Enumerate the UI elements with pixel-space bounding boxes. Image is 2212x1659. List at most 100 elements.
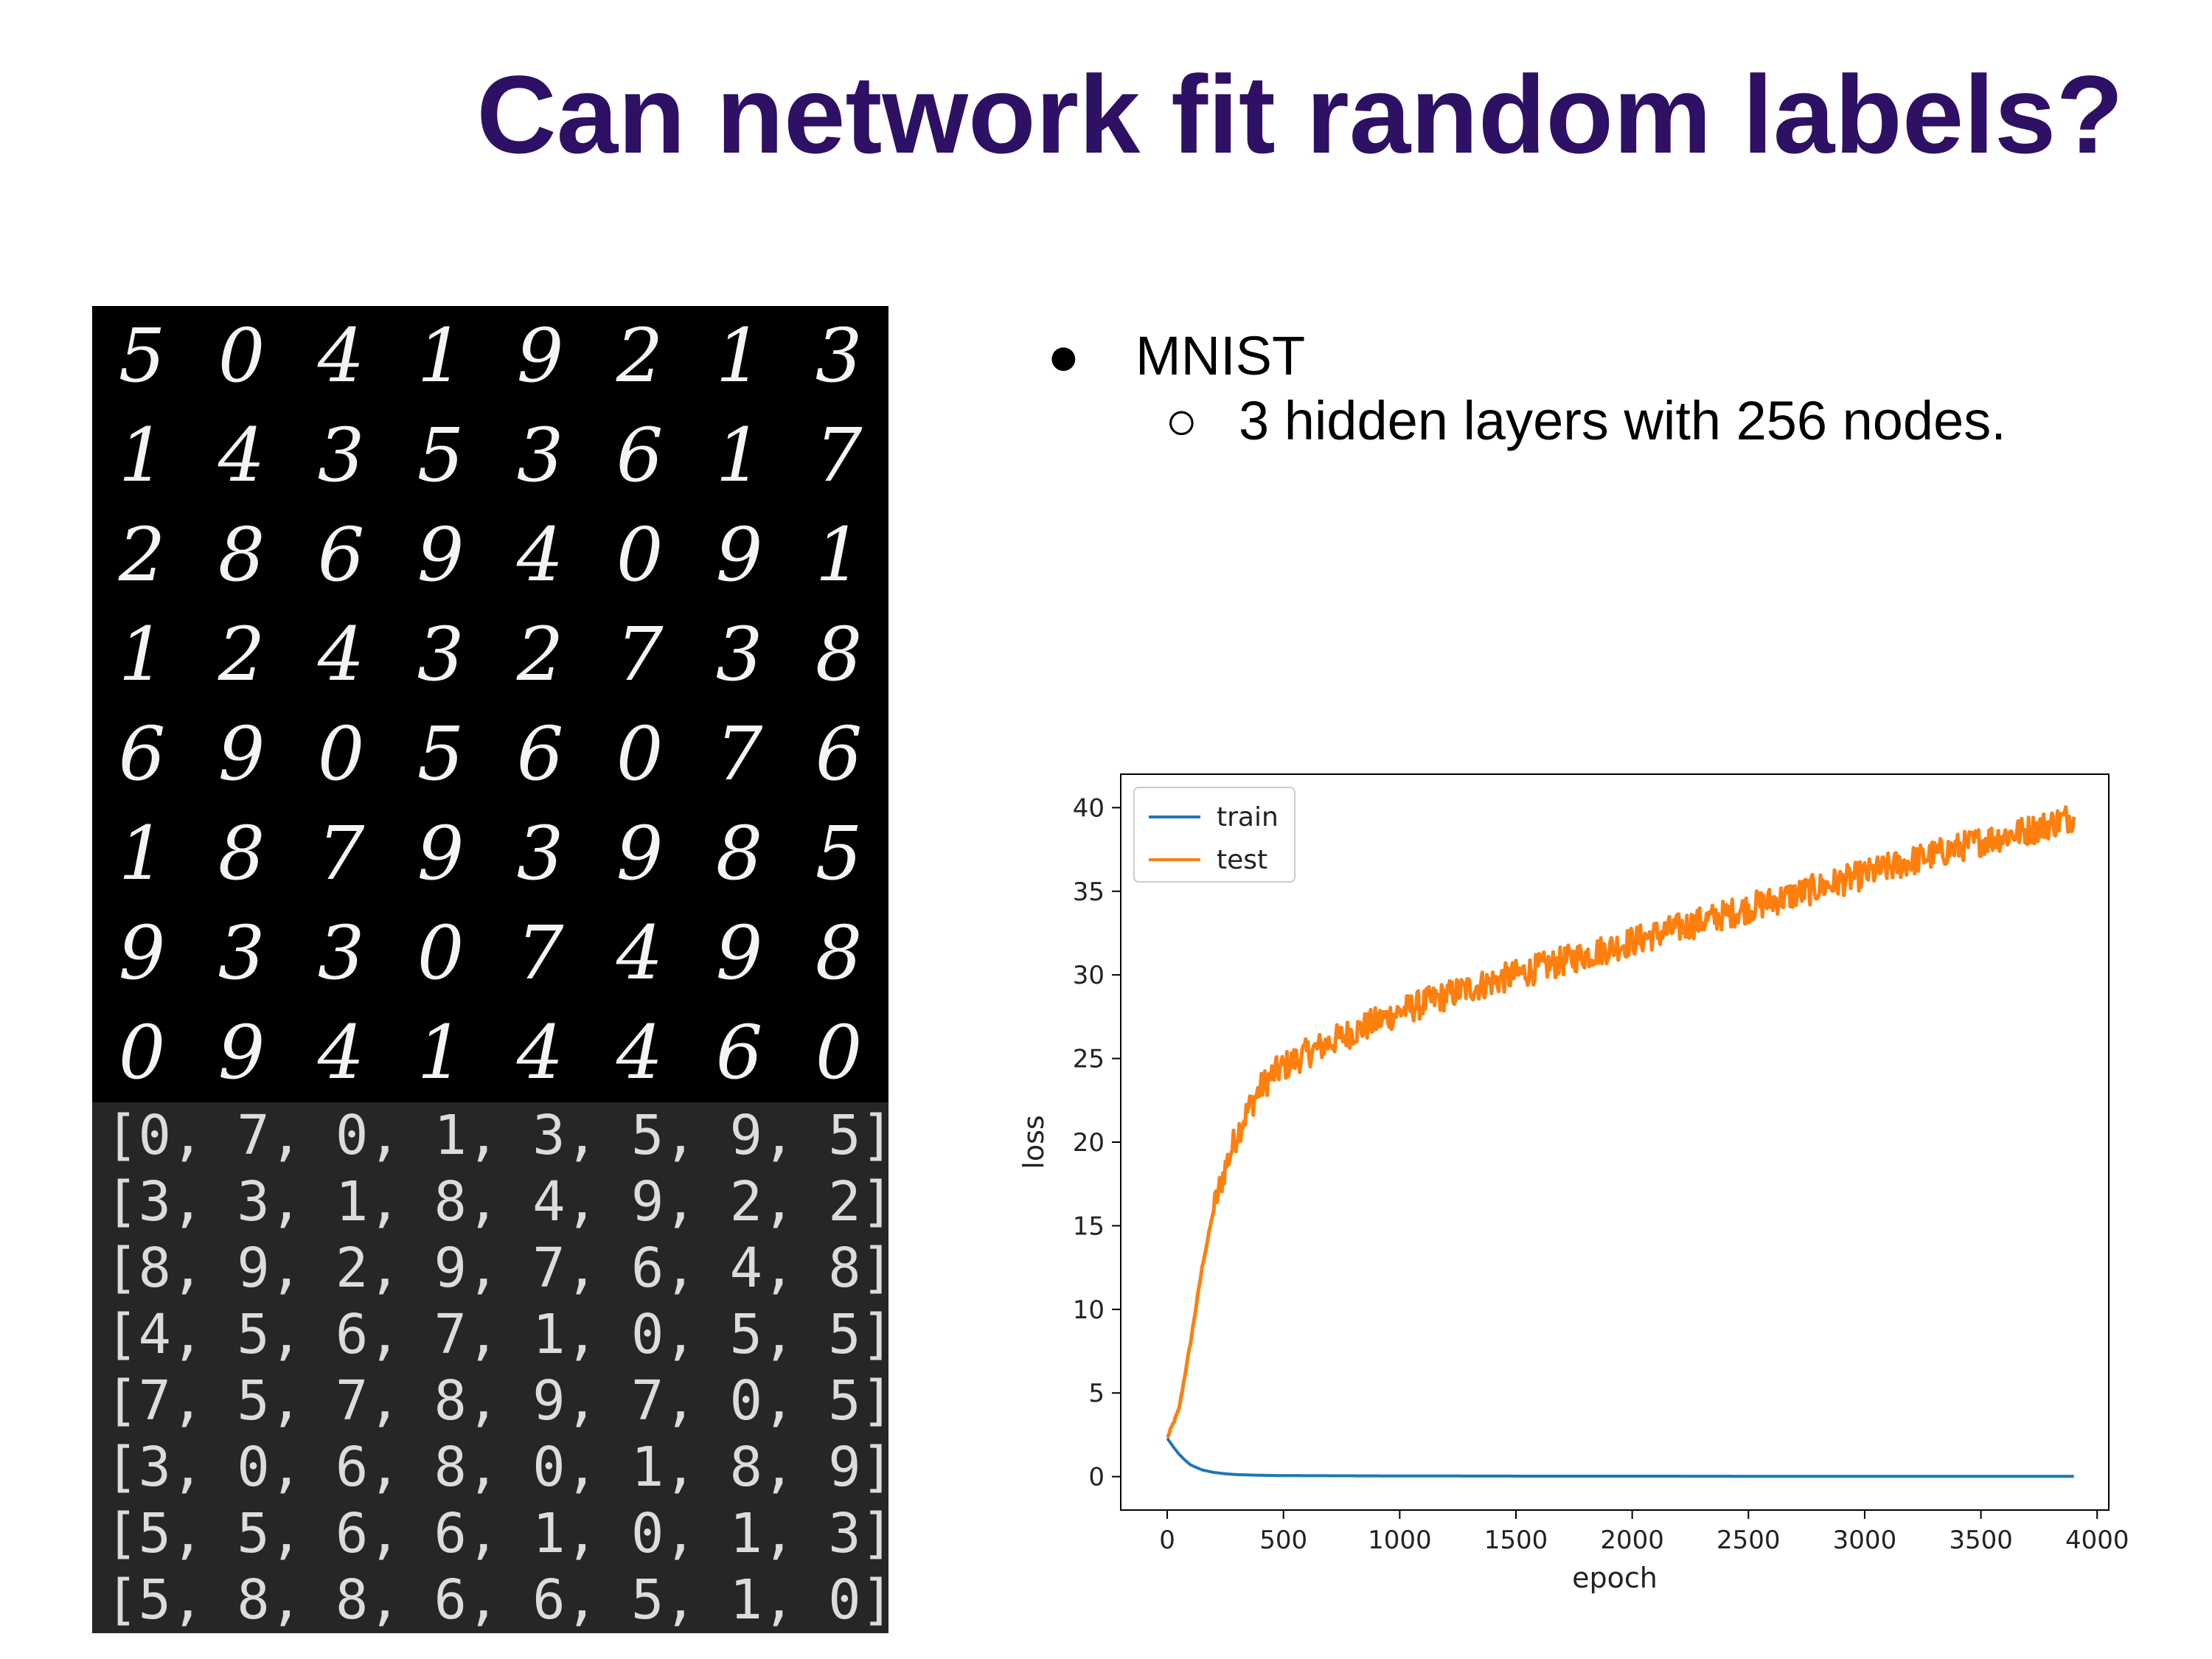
mnist-digit: 0 (118, 1009, 166, 1096)
mnist-digit: 2 (218, 611, 265, 698)
mnist-digit: 1 (417, 1009, 465, 1096)
mnist-digit: 6 (815, 711, 863, 797)
mnist-digit: 6 (118, 711, 166, 797)
x-tick-label: 2500 (1717, 1526, 1781, 1555)
random-label-row: [3, 3, 1, 8, 4, 9, 2, 2] (105, 1170, 894, 1234)
mnist-digit: 0 (616, 711, 664, 797)
mnist-digit: 8 (815, 611, 863, 698)
x-tick-label: 3000 (1833, 1526, 1897, 1555)
y-tick-label: 35 (1073, 877, 1105, 907)
mnist-digit: 9 (218, 711, 265, 797)
random-labels-panel: [0, 7, 0, 1, 3, 5, 9, 5][3, 3, 1, 8, 4, … (92, 1102, 894, 1633)
mnist-digit: 9 (118, 910, 166, 996)
mnist-digit: 0 (417, 910, 465, 996)
y-axis-label: loss (1018, 1115, 1050, 1169)
mnist-digit: 4 (317, 1009, 365, 1096)
mnist-digit: 6 (715, 1009, 763, 1096)
mnist-digit: 9 (715, 910, 763, 996)
y-tick-label: 0 (1088, 1463, 1105, 1492)
y-tick-label: 25 (1073, 1045, 1105, 1074)
mnist-digit: 7 (317, 810, 365, 897)
mnist-digit: 1 (118, 412, 166, 498)
mnist-digit: 4 (317, 313, 365, 399)
mnist-digit: 9 (516, 313, 564, 399)
legend-label-train: train (1217, 802, 1279, 832)
series-line-train (1166, 1437, 2075, 1478)
mnist-digit: 9 (218, 1009, 265, 1096)
x-tick-label: 4000 (2065, 1526, 2129, 1555)
random-label-row: [3, 0, 6, 8, 0, 1, 8, 9] (105, 1436, 894, 1499)
mnist-digit: 6 (317, 512, 365, 598)
chart-plot-layer: 0 500 1000 1500 2000 2500 3000 3500 4000 0 5 10 15 20… (1018, 773, 2129, 1594)
random-label-row: [8, 9, 2, 9, 7, 6, 4, 8] (105, 1237, 894, 1300)
random-label-row: [5, 8, 8, 6, 6, 5, 1, 0] (105, 1568, 894, 1632)
mnist-digit: 7 (516, 910, 564, 996)
mnist-digit: 8 (715, 810, 763, 897)
mnist-digit: 3 (417, 611, 465, 698)
mnist-digit: 4 (516, 1009, 564, 1096)
mnist-digit: 5 (118, 313, 166, 399)
y-tick-label: 15 (1073, 1211, 1105, 1241)
mnist-digit: 5 (815, 810, 863, 897)
mnist-digit: 6 (516, 711, 564, 797)
random-label-row: [7, 5, 7, 8, 9, 7, 0, 5] (105, 1369, 894, 1433)
mnist-digit: 1 (715, 412, 763, 498)
x-tick-label: 2000 (1600, 1526, 1664, 1555)
mnist-digit: 4 (516, 512, 564, 598)
mnist-digit: 8 (815, 910, 863, 996)
mnist-digit: 9 (417, 810, 465, 897)
mnist-digit: 2 (616, 313, 664, 399)
mnist-digit: 1 (417, 313, 465, 399)
y-tick-label: 30 (1073, 961, 1105, 990)
y-tick-label: 40 (1073, 793, 1105, 823)
mnist-digit: 0 (616, 512, 664, 598)
mnist-digit: 1 (815, 512, 863, 598)
mnist-digit: 6 (616, 412, 664, 498)
mnist-digit: 4 (317, 611, 365, 698)
x-tick-label: 3500 (1949, 1526, 2013, 1555)
mnist-digit: 7 (815, 412, 863, 498)
mnist-digit: 3 (516, 412, 564, 498)
random-label-row: [4, 5, 6, 7, 1, 0, 5, 5] (105, 1303, 894, 1366)
mnist-digit: 9 (417, 512, 465, 598)
mnist-digit: 3 (317, 910, 365, 996)
y-tick-label: 10 (1073, 1295, 1105, 1325)
x-axis-label: epoch (1572, 1562, 1658, 1594)
x-tick-label: 1000 (1368, 1526, 1432, 1555)
mnist-digit: 3 (218, 910, 265, 996)
mnist-digit: 4 (218, 412, 265, 498)
legend-label-test: test (1217, 845, 1267, 875)
bullet-text: MNIST (1135, 325, 1306, 386)
mnist-digit: 1 (118, 810, 166, 897)
mnist-digit: 0 (317, 711, 365, 797)
mnist-digit: 4 (616, 1009, 664, 1096)
mnist-digit: 3 (317, 412, 365, 498)
bullet-marker: ● (1047, 325, 1080, 386)
mnist-digit: 5 (417, 412, 465, 498)
chart-background (1003, 759, 2153, 1607)
mnist-digit: 3 (715, 611, 763, 698)
mnist-digit: 1 (715, 313, 763, 399)
x-tick-label: 1500 (1484, 1526, 1548, 1555)
mnist-digit: 5 (417, 711, 465, 797)
loss-chart: 0 500 1000 1500 2000 2500 3000 3500 4000 0 5 10 15 20… (1003, 759, 2153, 1607)
x-tick-label: 0 (1159, 1526, 1175, 1555)
mnist-digit: 2 (516, 611, 564, 698)
random-label-row: [5, 5, 6, 6, 1, 0, 1, 3] (105, 1502, 894, 1565)
y-tick-label: 5 (1088, 1379, 1105, 1408)
series-line-test (1166, 805, 2076, 1439)
mnist-digit: 3 (815, 313, 863, 399)
mnist-digit: 3 (516, 810, 564, 897)
y-tick-label: 20 (1073, 1128, 1105, 1158)
x-tick-label: 500 (1259, 1526, 1307, 1555)
slide-title: Can network fit random labels? (476, 52, 2124, 176)
mnist-digit: 9 (715, 512, 763, 598)
mnist-digit: 0 (218, 313, 265, 399)
mnist-digit: 2 (118, 512, 166, 598)
mnist-digit: 1 (118, 611, 166, 698)
sub-bullet-marker: ○ (1165, 390, 1198, 451)
mnist-digit: 7 (616, 611, 664, 698)
mnist-digit: 7 (715, 711, 763, 797)
mnist-digit: 8 (218, 810, 265, 897)
